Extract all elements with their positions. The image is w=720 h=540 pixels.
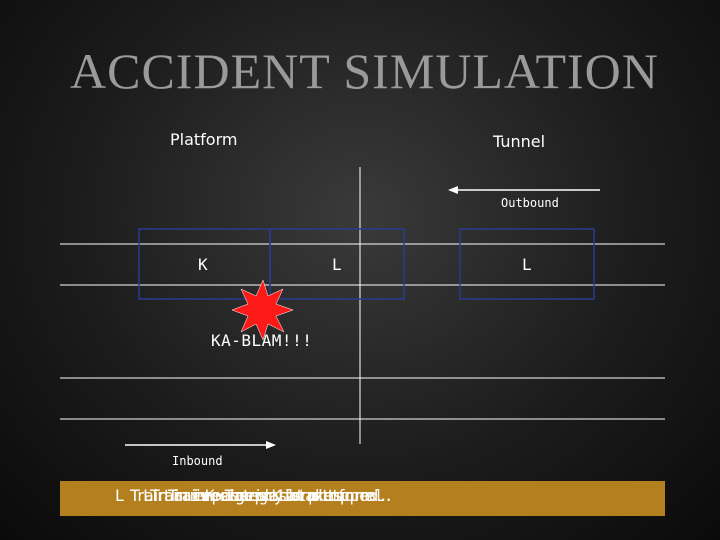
slide-title: ACCIDENT SIMULATION (70, 43, 659, 99)
l-train-rear-letter: L (522, 255, 532, 274)
inbound-label: Inbound (172, 454, 223, 468)
caption-line: Train arrives at platform. (130, 486, 328, 505)
l-train-front-letter: L (332, 255, 342, 274)
impact-label: KA-BLAM!!! (211, 331, 313, 350)
l-train-car-rear (459, 228, 595, 300)
k-train-letter: K (198, 255, 208, 274)
outbound-arrowhead (448, 186, 458, 194)
caption-line: Train emergency brakes. (150, 486, 348, 505)
caption-line: L train changes to tunnel. (143, 486, 394, 505)
inbound-arrowhead (266, 441, 276, 449)
caption-line: Train passes K at platform. (168, 486, 382, 505)
tunnel-label: Tunnel (493, 132, 546, 151)
caption-lead: L (115, 486, 124, 505)
outbound-label: Outbound (501, 196, 559, 210)
caption-line: K Train is stopped. (205, 486, 389, 505)
platform-label: Platform (170, 130, 238, 149)
caption-bar (60, 481, 665, 516)
l-train-car-front (269, 228, 405, 300)
explosion-burst-icon (231, 279, 294, 341)
